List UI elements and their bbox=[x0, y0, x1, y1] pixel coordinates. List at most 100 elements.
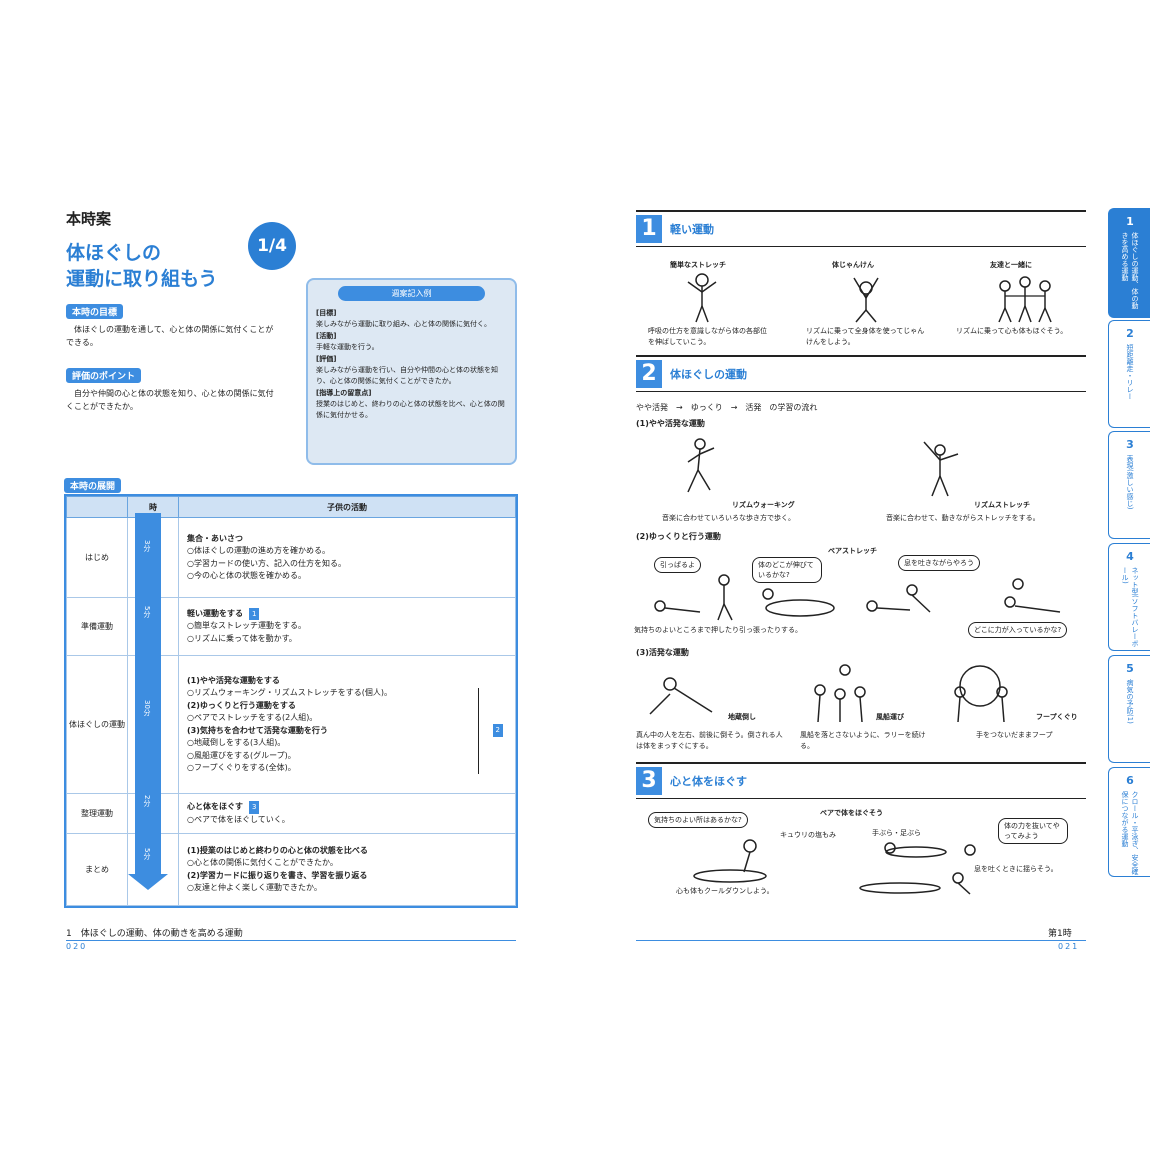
activity-heading: (3)気持ちを合わせて活発な運動を行う bbox=[187, 725, 328, 735]
activity-heading: 集合・あいさつ bbox=[187, 533, 243, 543]
speech-bubble: 体の力を抜いてやってみよう bbox=[998, 818, 1068, 844]
speech-bubble: どこに力が入っているかな? bbox=[968, 622, 1068, 638]
chapter-tab-3[interactable]: 3 表現(激しい感じ) bbox=[1108, 431, 1150, 539]
activity-heading: 軽い運動をする bbox=[187, 608, 243, 618]
stretch-illustration bbox=[687, 273, 717, 323]
section-1-header: 1 軽い運動 bbox=[636, 210, 1086, 247]
section-ref-link[interactable]: 1 bbox=[249, 607, 260, 621]
active-exercise-illustration bbox=[649, 664, 1008, 723]
figure-label: 風船運び bbox=[876, 713, 904, 721]
title-line-2: 運動に取り組もう bbox=[66, 268, 218, 290]
activity-line: ○リズムに乗って体を動かす。 bbox=[187, 633, 297, 643]
goal-tag: 本時の目標 bbox=[66, 304, 124, 319]
plan-goal-heading: [目標] bbox=[316, 309, 337, 317]
chapter-tab-4[interactable]: 4 ネット型(ソフトバレーボール) bbox=[1108, 543, 1150, 651]
time-label: 5分 bbox=[143, 848, 151, 860]
activity-cell: 集合・あいさつ ○体ほぐしの運動の進め方を確かめる。 ○学習カードの使い方、記入… bbox=[178, 517, 516, 598]
footer-rule bbox=[66, 940, 516, 941]
speech-bubble: 息を吐きながらやろう bbox=[898, 555, 980, 571]
section-number: 3 bbox=[636, 767, 662, 795]
plan-eval-heading: [評価] bbox=[316, 355, 337, 363]
chapter-tab-2[interactable]: 2 短距離走・リレー bbox=[1108, 320, 1150, 428]
figure-caption: 風船を落とさないように、ラリーを続ける。 bbox=[800, 731, 926, 750]
figure-caption: リズムに乗って全身体を使ってじゃんけんをしよう。 bbox=[806, 327, 925, 346]
lesson-fraction-badge: 1/4 bbox=[248, 222, 296, 270]
plan-note-text: 授業のはじめと、終わりの心と体の状態を比べ、心と体の関係に気付かせる。 bbox=[316, 400, 505, 419]
activity-heading: (2)学習カードに振り返りを書き、学習を振り返る bbox=[187, 870, 368, 880]
plan-goal-text: 楽しみながら運動に取り組み、心と体の関係に気付く。 bbox=[316, 320, 491, 328]
section-3-header: 3 心と体をほぐす bbox=[636, 762, 1086, 799]
activity-line: ○今の心と体の状態を確かめる。 bbox=[187, 571, 306, 580]
activity-line: ○風船運びをする(グループ)。 bbox=[187, 750, 296, 760]
section-ref-link[interactable]: 3 bbox=[249, 801, 260, 814]
figure-caption: 心も体もクールダウンしよう。 bbox=[676, 887, 774, 895]
section-title: 心と体をほぐす bbox=[670, 775, 747, 788]
time-arrow-head bbox=[128, 874, 168, 890]
tab-label: 短距離走・リレー bbox=[1126, 344, 1134, 400]
phase-cell: 準備運動 bbox=[66, 597, 128, 656]
subsection-heading: (2)ゆっくりと行う運動 bbox=[636, 532, 721, 541]
subsection-heading: (3)活発な運動 bbox=[636, 648, 689, 657]
speech-bubble: 体のどこが伸びているかな? bbox=[752, 557, 822, 583]
rhythm-stretch-illustration bbox=[923, 441, 959, 497]
time-label: 5分 bbox=[143, 606, 151, 618]
activity-line: ○簡単なストレッチ運動をする。 bbox=[187, 621, 306, 631]
chapter-tab-6[interactable]: 6 クロール・平泳ぎ、安全確保につながる運動 bbox=[1108, 767, 1150, 877]
activity-cell: 軽い運動をする 1 ○簡単なストレッチ運動をする。 ○リズムに乗って体を動かす。 bbox=[178, 597, 516, 656]
time-label: 30分 bbox=[143, 700, 151, 716]
tab-label: 表現(激しい感じ) bbox=[1126, 455, 1134, 510]
section-ref-link[interactable]: 2 bbox=[492, 724, 503, 737]
activity-line: ○学習カードの使い方、記入の仕方を知る。 bbox=[187, 558, 346, 568]
table-row: 準備運動 軽い運動をする 1 ○簡単なストレッチ運動をする。 ○リズムに乗って体を… bbox=[66, 597, 516, 656]
figure-caption: リズムに乗って心も体もほぐそう。 bbox=[956, 327, 1068, 335]
chapter-tab-1[interactable]: 1 体ほぐしの運動、体の動きを高める運動 bbox=[1108, 208, 1150, 318]
phase-cell: はじめ bbox=[66, 517, 128, 598]
figure-caption: キュウリの塩もみ bbox=[780, 831, 836, 839]
chapter-tab-5[interactable]: 5 病気の予防(1) bbox=[1108, 655, 1150, 763]
phase-cell: 体ほぐしの運動 bbox=[66, 655, 128, 794]
group-dance-illustration bbox=[998, 276, 1052, 323]
activity-line: ○友達と仲よく楽しく運動できたか。 bbox=[187, 883, 322, 892]
plan-eval-text: 楽しみながら運動を行い、自分や仲間の心と体の状態を知り、心と体の関係に気付くこと… bbox=[316, 366, 498, 385]
cooldown-illustration bbox=[693, 839, 976, 895]
eval-tag: 評価のポイント bbox=[66, 368, 142, 383]
goal-text: 体ほぐしの運動を通して、心と体の関係に気付くことができる。 bbox=[66, 325, 274, 347]
footer-chapter: 1 体ほぐしの運動、体の動きを高める運動 bbox=[66, 929, 243, 939]
figure-caption: 真ん中の人を左右、前後に倒そう。倒される人は体をまっすぐにする。 bbox=[636, 731, 783, 750]
tab-number: 6 bbox=[1126, 774, 1134, 787]
time-label: 2分 bbox=[143, 795, 151, 807]
tab-number: 3 bbox=[1126, 438, 1134, 451]
activity-line: ○体ほぐしの運動の進め方を確かめる。 bbox=[187, 546, 330, 555]
speech-bubble: 気持ちのよい所はあるかな? bbox=[648, 812, 748, 828]
goal-section: 本時の目標 体ほぐしの運動を通して、心と体の関係に気付くことができる。 bbox=[66, 300, 276, 349]
activity-line: ○フープくぐりをする(全体)。 bbox=[187, 763, 296, 772]
figure-caption: 音楽に合わせて、動きながらストレッチをする。 bbox=[886, 514, 1040, 522]
figure-label: 体じゃんけん bbox=[832, 261, 874, 269]
figure-caption: 音楽に合わせていろいろな歩き方で歩く。 bbox=[662, 514, 795, 522]
phase-header bbox=[66, 496, 128, 518]
activity-heading: (1)やや活発な運動をする bbox=[187, 675, 280, 685]
table-row: はじめ 集合・あいさつ ○体ほぐしの運動の進め方を確かめる。 ○学習カードの使い… bbox=[66, 517, 516, 598]
subsection-heading: (1)やや活発な運動 bbox=[636, 419, 705, 428]
figure-label: ペアストレッチ bbox=[828, 547, 877, 555]
janken-illustration bbox=[853, 277, 879, 323]
tab-label: 体ほぐしの運動、体の動きを高める運動 bbox=[1121, 232, 1139, 309]
tab-number: 1 bbox=[1126, 215, 1134, 228]
phase-cell: まとめ bbox=[66, 833, 128, 906]
activity-line: ○ペアで体をほぐしていく。 bbox=[187, 814, 290, 824]
time-arrow bbox=[135, 513, 161, 878]
section-number: 2 bbox=[636, 360, 662, 388]
figure-label: ペアで体をほぐそう bbox=[820, 809, 883, 817]
page-number-left: 020 bbox=[66, 942, 88, 951]
section-2-header: 2 体ほぐしの運動 bbox=[636, 355, 1086, 392]
activity-heading: (1)授業のはじめと終わりの心と体の状態を比べる bbox=[187, 845, 368, 855]
activity-cell: (1)授業のはじめと終わりの心と体の状態を比べる ○心と体の関係に気付くことがで… bbox=[178, 833, 516, 906]
pair-stretch-illustration bbox=[654, 574, 1061, 621]
footer-lesson: 第1時 bbox=[1048, 929, 1072, 939]
plan-activity-text: 手軽な運動を行う。 bbox=[316, 343, 379, 351]
figure-label: リズムウォーキング bbox=[732, 501, 795, 509]
section-title: 体ほぐしの運動 bbox=[670, 368, 747, 381]
eval-text: 自分や仲間の心と体の状態を知り、心と体の関係に気付くことができたか。 bbox=[66, 389, 274, 411]
